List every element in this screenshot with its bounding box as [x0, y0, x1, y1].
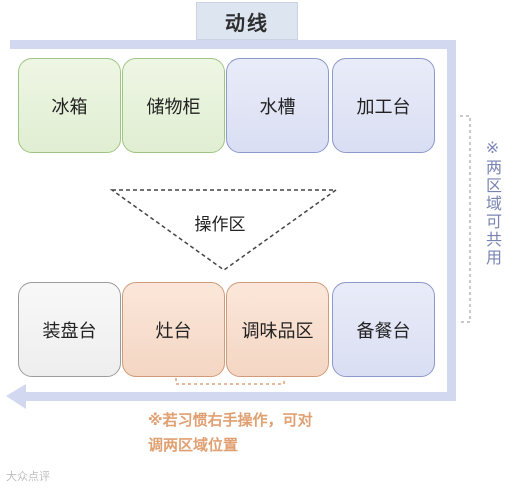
- flow-line-right: [447, 40, 456, 400]
- bottom-note: ※若习惯右手操作，可对调两区域位置: [148, 411, 313, 454]
- work-area-triangle: [109, 189, 339, 271]
- flow-title: 动线: [196, 2, 298, 40]
- box-fridge: 冰箱: [18, 58, 121, 153]
- box-plating: 装盘台: [18, 282, 121, 377]
- flow-line-bottom: [22, 392, 456, 401]
- box-sink: 水槽: [226, 58, 329, 153]
- work-area-label: 操作区: [194, 215, 246, 235]
- box-serving: 备餐台: [332, 282, 435, 377]
- flow-arrow-head: [6, 384, 26, 409]
- box-prep-table: 加工台: [332, 58, 435, 153]
- shared-area-bracket: [460, 115, 471, 323]
- box-seasoning: 调味品区: [226, 282, 329, 377]
- watermark: 大众点评: [6, 470, 50, 483]
- box-storage: 储物柜: [122, 58, 225, 153]
- flow-line-top: [10, 40, 456, 49]
- box-stove: 灶台: [122, 282, 225, 377]
- swap-area-bracket: [175, 378, 285, 385]
- side-note: ※两区域可共用: [483, 138, 502, 267]
